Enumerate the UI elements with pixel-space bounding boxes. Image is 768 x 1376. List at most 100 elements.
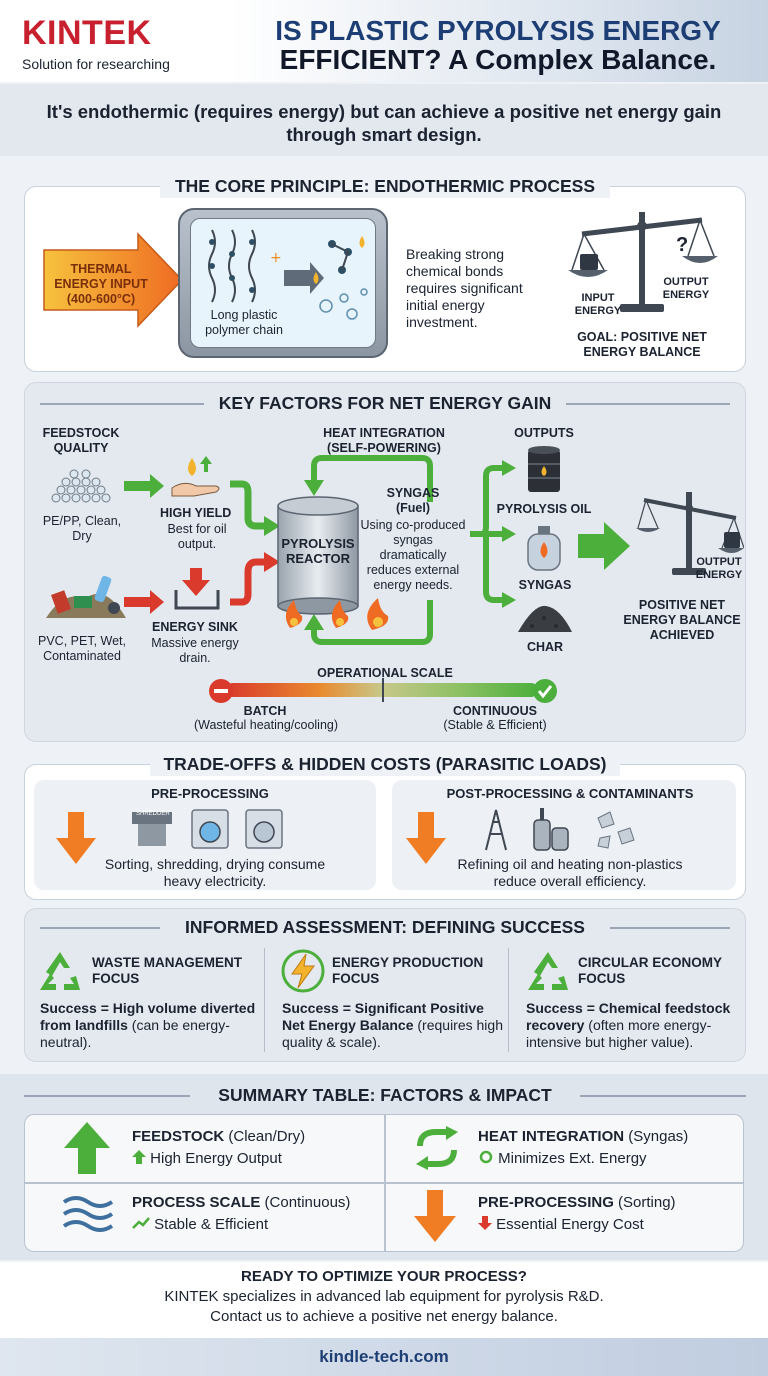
summary-feedstock-qual: (Clean/Dry) bbox=[224, 1128, 306, 1145]
circular-focus-title: CIRCULAR ECONOMY FOCUS bbox=[578, 955, 722, 986]
waste-focus-title: WASTE MANAGEMENT FOCUS bbox=[92, 955, 242, 986]
summary-preprocessing-impact: Essential Energy Cost bbox=[478, 1216, 742, 1233]
subtitle-band bbox=[0, 84, 768, 156]
shredder-tag: SHREDDER bbox=[136, 811, 170, 817]
cycle-arrows-icon bbox=[416, 1126, 458, 1170]
minus-icon bbox=[209, 679, 233, 703]
waste-focus-desc-bold: Success = High volume diverted from land… bbox=[40, 1000, 256, 1033]
down-arrow-icon bbox=[56, 812, 96, 864]
pre-processing-desc: Sorting, shredding, drying consume heavy… bbox=[104, 856, 326, 889]
footer-url-link[interactable]: kindle-tech.com bbox=[319, 1347, 449, 1366]
down-arrow-icon bbox=[414, 1190, 456, 1242]
core-description: Breaking strong chemical bonds requires … bbox=[406, 246, 523, 330]
waste-focus-desc: Success = High volume diverted from land… bbox=[40, 1000, 260, 1051]
positive-scale-icon bbox=[636, 492, 744, 575]
recycle-icon bbox=[40, 952, 80, 990]
core-principle-title: THE CORE PRINCIPLE: ENDOTHERMIC PROCESS bbox=[160, 176, 610, 198]
cta-line-1: KINTEK specializes in advanced lab equip… bbox=[164, 1288, 604, 1305]
divider bbox=[610, 927, 730, 929]
summary-row-divider bbox=[24, 1182, 744, 1184]
energy-focus-title: ENERGY PRODUCTION FOCUS bbox=[332, 955, 484, 986]
post-processing-title: POST-PROCESSING & CONTAMINANTS bbox=[446, 786, 694, 801]
pellets-icon bbox=[51, 469, 111, 503]
syngas-title: SYNGAS (Fuel) bbox=[386, 486, 440, 515]
summary-scale-title: PROCESS SCALE (Continuous) bbox=[132, 1194, 382, 1211]
divider bbox=[40, 927, 160, 929]
summary-heat-title: HEAT INTEGRATION (Syngas) bbox=[478, 1128, 742, 1145]
refinery-icon bbox=[485, 808, 635, 851]
circular-focus-desc-rest: (often more energy-intensive but higher … bbox=[526, 1017, 712, 1050]
oil-barrel-icon bbox=[528, 446, 560, 492]
output-char-label: CHAR bbox=[526, 640, 564, 654]
output-energy-label-2: OUTPUT ENERGY bbox=[695, 556, 743, 581]
polymer-chain-icon: + bbox=[208, 229, 368, 320]
column-divider bbox=[264, 948, 265, 1052]
summary-preprocessing-qual: (Sorting) bbox=[613, 1194, 676, 1211]
waves-icon bbox=[62, 1196, 114, 1232]
outputs-bracket-icon bbox=[470, 460, 516, 608]
summary-scale-name: PROCESS SCALE bbox=[132, 1194, 261, 1211]
output-oil-label: PYROLYSIS OIL bbox=[496, 502, 592, 516]
arrow-right-icon bbox=[124, 474, 164, 498]
divider bbox=[580, 1095, 746, 1097]
heat-loop-icon bbox=[304, 455, 433, 645]
kintek-logo[interactable]: KINTEK bbox=[22, 14, 152, 52]
balance-scale-icon bbox=[568, 212, 718, 312]
outputs-title: OUTPUTS bbox=[514, 426, 574, 440]
flames-icon bbox=[285, 598, 389, 630]
machines-icon bbox=[132, 809, 283, 849]
high-yield-title: HIGH YIELD bbox=[160, 506, 232, 520]
summary-feedstock-name: FEEDSTOCK bbox=[132, 1128, 225, 1145]
operational-scale-label: OPERATIONAL SCALE bbox=[317, 666, 453, 680]
summary-title: SUMMARY TABLE: FACTORS & IMPACT bbox=[190, 1085, 580, 1106]
question-mark: ? bbox=[676, 234, 689, 256]
cta-title: READY TO OPTIMIZE YOUR PROCESS? bbox=[241, 1268, 527, 1285]
waste-focus-desc-rest: (can be energy-neutral). bbox=[40, 1017, 230, 1050]
summary-preprocessing-title: PRE-PROCESSING (Sorting) bbox=[478, 1194, 742, 1211]
header-band bbox=[230, 0, 768, 82]
up-arrow-icon bbox=[64, 1122, 110, 1174]
big-arrow-right-icon bbox=[578, 522, 630, 570]
input-energy-label: INPUT ENERGY bbox=[574, 292, 622, 317]
check-icon bbox=[533, 679, 557, 703]
feedstock-quality-label: FEEDSTOCK QUALITY bbox=[42, 426, 120, 455]
summary-heat-qual: (Syngas) bbox=[624, 1128, 689, 1145]
summary-scale-qual: (Continuous) bbox=[260, 1194, 351, 1211]
char-pile-icon bbox=[518, 605, 572, 632]
title-line-2: EFFICIENT? A Complex Balance. bbox=[279, 44, 717, 75]
assessment-title: INFORMED ASSESSMENT: DEFINING SUCCESS bbox=[160, 917, 610, 938]
gas-cylinder-icon bbox=[527, 526, 561, 571]
energy-sink-desc: Massive energy drain. bbox=[151, 636, 239, 665]
heat-integration-label: HEAT INTEGRATION (SELF-POWERING) bbox=[323, 426, 445, 455]
cta-band bbox=[0, 1262, 768, 1338]
output-syngas-label: SYNGAS bbox=[518, 578, 572, 592]
hand-oil-drop-icon bbox=[171, 456, 220, 497]
key-factors-panel bbox=[24, 382, 746, 742]
summary-feedstock-impact: High Energy Output bbox=[132, 1150, 382, 1167]
flow-arrows-icon bbox=[230, 480, 280, 606]
waste-pile-icon bbox=[46, 575, 126, 618]
energy-focus-desc-rest: (requires high quality & scale). bbox=[282, 1017, 503, 1050]
reactor-label: PYROLYSIS REACTOR bbox=[281, 536, 355, 566]
goal-label: GOAL: POSITIVE NET ENERGY BALANCE bbox=[577, 330, 707, 359]
summary-preprocessing-impact-text: Essential Energy Cost bbox=[496, 1216, 644, 1233]
column-divider bbox=[508, 948, 509, 1052]
plus-glyph: + bbox=[270, 250, 282, 266]
summary-feedstock-title: FEEDSTOCK (Clean/Dry) bbox=[132, 1128, 382, 1145]
summary-scale-impact: Stable & Efficient bbox=[132, 1216, 382, 1233]
output-energy-label: OUTPUT ENERGY bbox=[662, 276, 710, 301]
polymer-chain-label: Long plastic polymer chain bbox=[205, 308, 283, 337]
subtitle: It's endothermic (requires energy) but c… bbox=[46, 101, 722, 145]
reactor-window-inner bbox=[190, 218, 376, 348]
scale-midpoint bbox=[382, 678, 384, 702]
bad-feed-label: PVC, PET, Wet, Contaminated bbox=[38, 634, 126, 663]
thermal-input-label: THERMAL ENERGY INPUT (400-600°C) bbox=[54, 262, 148, 306]
small-cycle-icon bbox=[479, 1150, 493, 1164]
batch-title: BATCH bbox=[243, 704, 287, 718]
small-down-arrow-icon bbox=[478, 1216, 492, 1230]
thermal-arrow-icon bbox=[43, 232, 184, 328]
post-processing-desc: Refining oil and heating non-plastics re… bbox=[457, 856, 683, 889]
cta-line-2: Contact us to achieve a positive net ene… bbox=[210, 1308, 558, 1325]
key-factors-title: KEY FACTORS FOR NET ENERGY GAIN bbox=[204, 393, 566, 414]
circular-focus-desc-bold: Success = Chemical feedstock recovery bbox=[526, 1000, 731, 1033]
